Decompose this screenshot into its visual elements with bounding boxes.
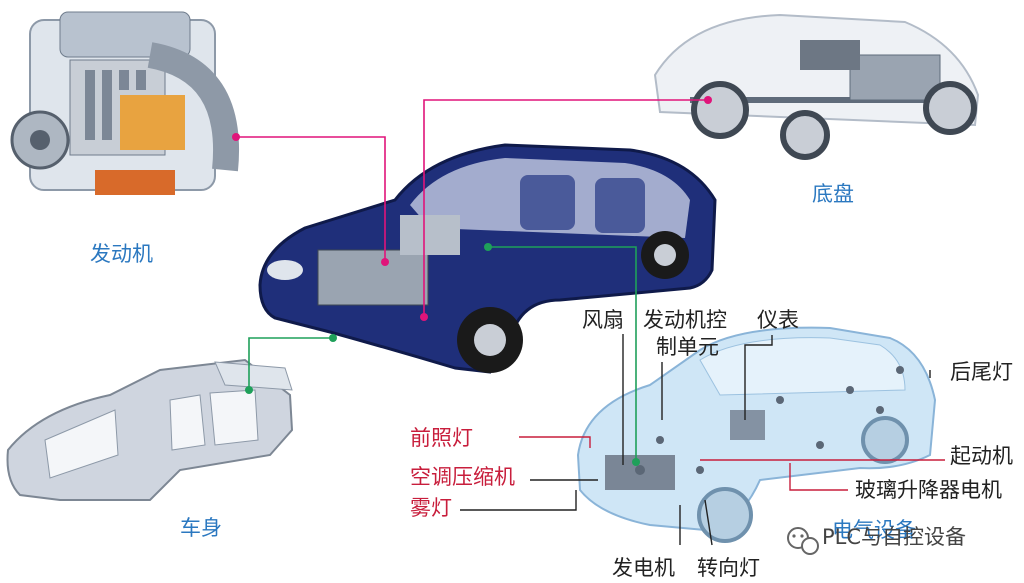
label-fog-light: 雾灯 — [410, 496, 452, 520]
chassis-illustration — [653, 13, 980, 160]
wechat-icon — [787, 527, 819, 555]
part-leader-lines — [460, 334, 931, 546]
car-body-illustration — [6, 358, 294, 501]
label-fan: 风扇 — [582, 308, 624, 332]
label-generator: 发电机 — [612, 556, 675, 580]
label-engine: 发动机 — [90, 242, 153, 266]
label-ecu-line1: 发动机控 — [643, 308, 727, 332]
watermark-text: PLC与自控设备 — [822, 525, 967, 549]
main-car-illustration — [258, 143, 717, 374]
connector-lines — [232, 96, 712, 466]
label-instrument: 仪表 — [757, 308, 799, 332]
label-starter: 起动机 — [950, 444, 1013, 468]
label-ac-compressor: 空调压缩机 — [410, 465, 515, 489]
label-window-motor: 玻璃升降器电机 — [855, 478, 1002, 502]
label-electrical: 电气设备 — [832, 518, 916, 542]
label-ecu-line2: 制单元 — [656, 335, 719, 359]
electrical-car-illustration — [576, 326, 937, 543]
label-body: 车身 — [180, 516, 222, 540]
label-turn-signal: 转向灯 — [697, 556, 760, 580]
engine-illustration — [10, 11, 239, 195]
label-chassis: 底盘 — [812, 182, 854, 206]
part-leader-lines-red — [519, 436, 945, 491]
label-headlight: 前照灯 — [410, 426, 473, 450]
label-tail-light: 后尾灯 — [950, 360, 1013, 384]
